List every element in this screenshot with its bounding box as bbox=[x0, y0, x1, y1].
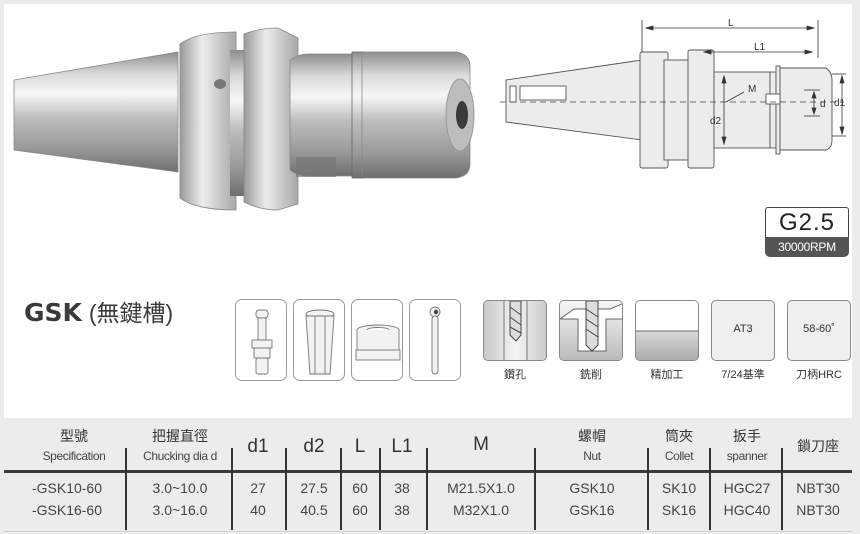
milling-icon bbox=[559, 300, 623, 361]
col-divider bbox=[709, 448, 711, 530]
header-specification: 型號 Specification bbox=[42, 428, 106, 463]
taper-grade: AT3 bbox=[733, 323, 753, 335]
dim-label-d1: d1 bbox=[834, 98, 846, 109]
col-divider bbox=[379, 448, 381, 530]
finishing-icon bbox=[635, 300, 699, 361]
feature-label-milling: 銑削 bbox=[580, 369, 602, 381]
dim-label-L1: L1 bbox=[754, 42, 766, 53]
header-locking-fixture: 鎖刀座 bbox=[797, 438, 839, 454]
cell-locking-fixture: NBT30 bbox=[796, 502, 840, 518]
spanner-icon bbox=[409, 299, 461, 381]
cell-d2: 27.5 bbox=[300, 480, 328, 496]
cell-M: M21.5X1.0 bbox=[447, 480, 515, 496]
cell-M: M32X1.0 bbox=[452, 502, 510, 518]
col-divider bbox=[781, 448, 783, 530]
header-collet: 筒夾 Collet bbox=[664, 428, 694, 463]
cell-L: 60 bbox=[352, 480, 368, 496]
dim-label-d: d bbox=[820, 99, 826, 110]
dim-label-d2: d2 bbox=[710, 116, 722, 127]
cell-chucking: 3.0~10.0 bbox=[152, 480, 208, 496]
header-d1: d1 bbox=[247, 436, 269, 457]
cell-spanner: HGC27 bbox=[723, 480, 771, 496]
dim-label-M: M bbox=[748, 84, 756, 95]
cell-spanner: HGC40 bbox=[723, 502, 771, 518]
col-divider bbox=[534, 448, 536, 530]
cell-collet: SK10 bbox=[661, 480, 697, 496]
model-subtitle: (無鍵槽) bbox=[88, 300, 174, 326]
cell-spec: -GSK16-60 bbox=[31, 502, 103, 518]
feature-label-drilling: 鑽孔 bbox=[504, 369, 526, 381]
hardness-value: 58-60˚ bbox=[803, 323, 835, 335]
col-divider bbox=[647, 448, 649, 530]
table-bottom-rule bbox=[4, 531, 852, 532]
cell-nut: GSK10 bbox=[569, 480, 615, 496]
col-divider bbox=[426, 448, 428, 530]
cell-L1: 38 bbox=[394, 480, 410, 496]
spec-table: 型號 Specification 把握直徑 Chucking dia d d1 … bbox=[4, 420, 852, 532]
balance-grade-badge: G2.5 30000RPM bbox=[765, 207, 849, 263]
technical-drawing: L L1 M d2 d d1 bbox=[500, 18, 846, 169]
cell-d1: 27 bbox=[250, 480, 266, 496]
nut-icon bbox=[351, 299, 403, 381]
header-M: M bbox=[473, 434, 489, 455]
header-rule bbox=[4, 470, 852, 473]
cell-spec: -GSK10-60 bbox=[31, 480, 103, 496]
header-chucking-dia: 把握直徑 Chucking dia d bbox=[143, 428, 217, 463]
cell-d1: 40 bbox=[250, 502, 266, 518]
feature-label-taper: 7/24基準 bbox=[721, 369, 765, 381]
drilling-icon bbox=[483, 300, 547, 361]
header-d2: d2 bbox=[303, 436, 325, 457]
feature-label-hardness: 刀柄HRC bbox=[796, 369, 842, 381]
header-spanner: 扳手 spanner bbox=[726, 428, 768, 463]
max-rpm: 30000RPM bbox=[765, 237, 849, 257]
col-divider bbox=[125, 448, 127, 530]
taper-standard-box: AT3 bbox=[711, 300, 775, 361]
col-divider bbox=[340, 448, 342, 530]
cell-chucking: 3.0~16.0 bbox=[152, 502, 208, 518]
cell-L1: 38 bbox=[394, 502, 410, 518]
header-nut: 螺帽 Nut bbox=[578, 428, 606, 463]
cell-locking-fixture: NBT30 bbox=[796, 480, 840, 496]
dim-label-L: L bbox=[728, 18, 734, 29]
cell-collet: SK16 bbox=[661, 502, 697, 518]
hardness-box: 58-60˚ bbox=[787, 300, 851, 361]
header-L: L bbox=[354, 436, 366, 457]
pull-stud-icon bbox=[235, 299, 287, 381]
cell-nut: GSK16 bbox=[569, 502, 615, 518]
col-divider bbox=[231, 448, 233, 530]
model-name: GSK bbox=[24, 298, 82, 327]
col-divider bbox=[285, 448, 287, 530]
cell-L: 60 bbox=[352, 502, 368, 518]
tool-holder-photo bbox=[13, 27, 475, 211]
header-L1: L1 bbox=[391, 436, 413, 457]
balance-grade: G2.5 bbox=[765, 207, 849, 237]
collet-icon bbox=[293, 299, 345, 381]
cell-d2: 40.5 bbox=[300, 502, 328, 518]
product-title: GSK (無鍵槽) bbox=[24, 294, 173, 328]
feature-label-finishing: 精加工 bbox=[650, 369, 684, 381]
